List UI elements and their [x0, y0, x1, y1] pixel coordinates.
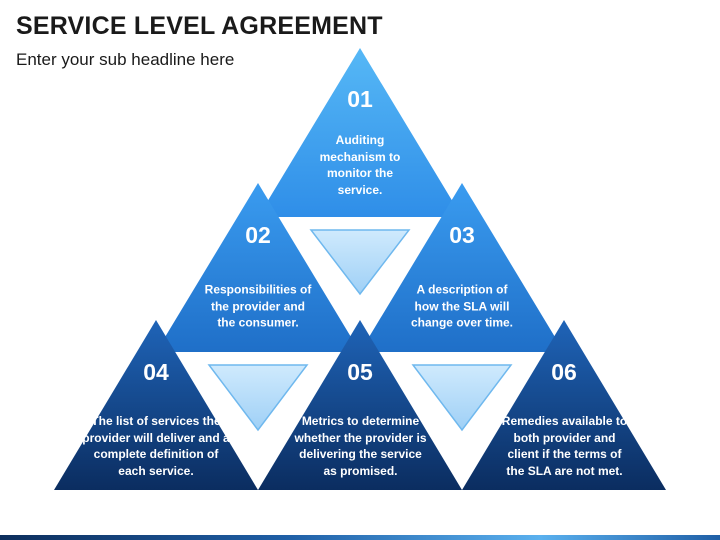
segment-06-triangle: [462, 320, 666, 490]
segment-05-triangle: [258, 320, 462, 490]
inverted-triangle-upper-inner: [309, 229, 411, 296]
section-05-text: Metrics to determine whether the provide…: [294, 414, 427, 478]
bottom-accent-bar: [0, 535, 720, 540]
segment-04-triangle: [54, 320, 258, 490]
section-02-number: 02: [245, 222, 271, 248]
section-04-text: The list of services the provider will d…: [82, 414, 230, 478]
segment-02-triangle: [156, 183, 360, 352]
page-subtitle: Enter your sub headline here: [16, 50, 235, 69]
section-04-number: 04: [143, 359, 169, 385]
segment-03-triangle: [360, 183, 564, 352]
section-06-text: Remedies available to both provider and …: [501, 414, 628, 478]
section-06-number: 06: [551, 359, 577, 385]
inverted-triangle-lower-right-inner: [411, 364, 513, 432]
section-01-text: Auditing mechanism to monitor the servic…: [319, 133, 401, 197]
segment-01-triangle: [258, 48, 462, 217]
page-title: SERVICE LEVEL AGREEMENT: [16, 12, 383, 40]
section-02-text: Responsibilities of the provider and the…: [204, 282, 312, 330]
section-05-number: 05: [347, 359, 373, 385]
section-03-number: 03: [449, 222, 475, 248]
inverted-triangle-lower-left-inner: [207, 364, 309, 432]
section-03-text: A description of how the SLA will change…: [410, 282, 514, 330]
section-01-number: 01: [347, 86, 373, 112]
